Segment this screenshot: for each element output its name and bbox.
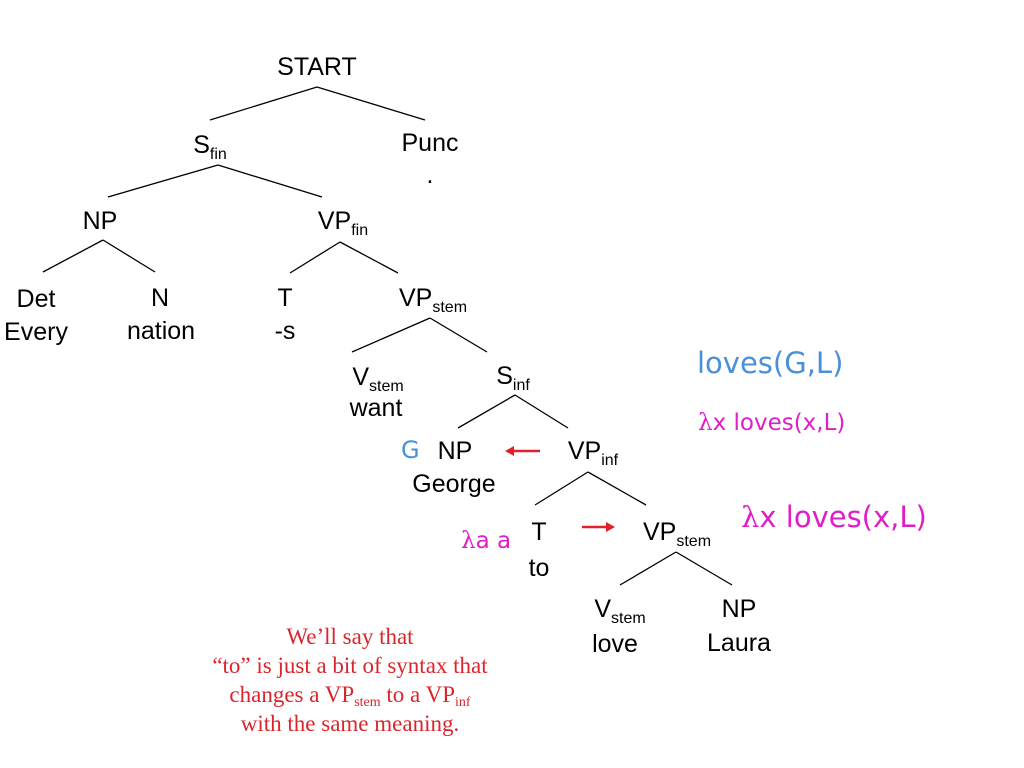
node-start: START xyxy=(277,53,357,81)
edge-vpinf-vpstem xyxy=(587,471,647,506)
caption-line-1: We’ll say that xyxy=(286,624,414,649)
node-det: Det xyxy=(16,285,56,313)
caption-note: We’ll say that “to” is just a bit of syn… xyxy=(110,622,590,738)
edge-vpfin-vpstem xyxy=(339,241,399,274)
node-n: N xyxy=(150,284,170,312)
edge-start-sfin xyxy=(209,86,318,121)
node-vp-inf: VPinf xyxy=(567,437,619,469)
node-punc: Punc xyxy=(401,129,459,157)
edge-vpfin-t xyxy=(289,241,341,274)
arrow-left-icon xyxy=(505,446,540,456)
word-s-suffix: -s xyxy=(274,317,296,345)
semantic-vp-stem: λx loves(x,L) xyxy=(741,500,927,534)
word-to: to xyxy=(528,554,550,582)
node-vp-stem-2: VPstem xyxy=(642,518,712,550)
edge-np-n xyxy=(102,239,156,273)
node-np-george: NP xyxy=(437,437,473,465)
edge-np-det xyxy=(42,239,104,273)
semantic-to: λa a xyxy=(461,528,512,554)
semantic-vp-inf: λx loves(x,L) xyxy=(698,410,846,436)
word-punc: . xyxy=(426,161,434,189)
caption-line-2: “to” is just a bit of syntax that xyxy=(212,653,488,678)
word-love: love xyxy=(592,630,638,658)
edge-vpstem2-vstem xyxy=(619,551,677,586)
edge-vpinf-t xyxy=(534,471,589,506)
node-t-to: T xyxy=(531,518,547,546)
node-t: T xyxy=(277,284,293,312)
edge-sinf-np xyxy=(457,394,516,429)
edge-vpstem-sinf xyxy=(429,317,488,353)
word-want: want xyxy=(349,394,403,422)
word-laura: Laura xyxy=(707,629,771,657)
node-s-fin: Sfin xyxy=(193,131,227,163)
word-george: George xyxy=(412,470,496,498)
node-np: NP xyxy=(82,207,118,235)
edge-vpstem-vstem xyxy=(351,317,431,353)
edge-sfin-np xyxy=(107,164,219,198)
word-every: Every xyxy=(4,318,68,346)
caption-line-4: with the same meaning. xyxy=(240,711,460,736)
edge-sfin-vpfin xyxy=(217,164,323,198)
node-s-inf: Sinf xyxy=(496,362,530,394)
edge-start-punc xyxy=(316,86,426,121)
edge-sinf-vpinf xyxy=(514,394,569,429)
semantic-george: G xyxy=(401,436,420,464)
word-nation: nation xyxy=(126,317,196,345)
arrow-right-icon xyxy=(582,522,615,532)
caption-line-3: changes a VPstem to a VPinf xyxy=(229,682,471,710)
node-v-stem-2: Vstem xyxy=(594,595,646,627)
node-np-laura: NP xyxy=(721,595,757,623)
node-v-stem: Vstem xyxy=(352,363,404,395)
semantic-s-inf: loves(G,L) xyxy=(697,346,844,380)
node-vp-stem: VPstem xyxy=(398,284,468,316)
edge-vpstem2-np xyxy=(675,551,733,586)
node-vp-fin: VPfin xyxy=(317,207,369,239)
